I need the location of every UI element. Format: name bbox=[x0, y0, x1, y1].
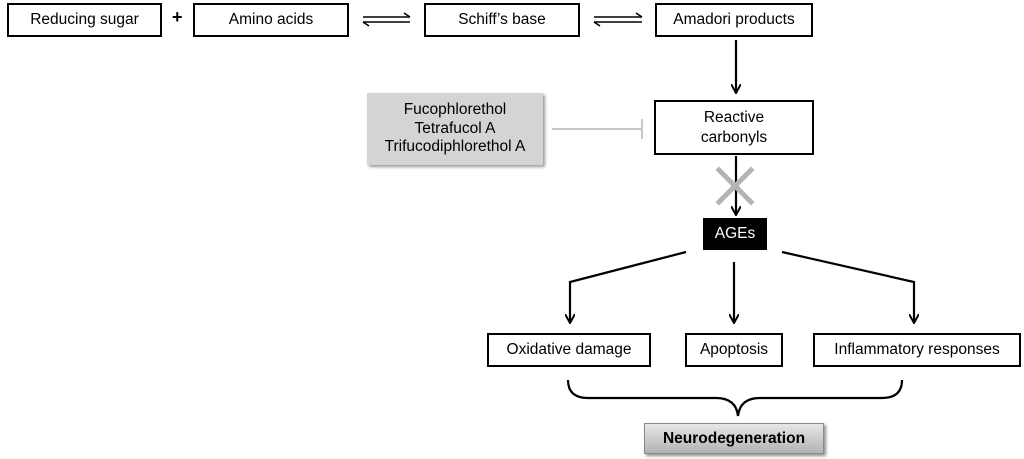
node-amadori-products: Amadori products bbox=[655, 3, 813, 37]
inhibition-line bbox=[552, 119, 643, 139]
arrow-ages-to-inflammatory bbox=[781, 250, 914, 322]
curly-brace bbox=[566, 379, 904, 417]
blocked-cross-icon bbox=[715, 166, 755, 206]
equilibrium-arrow-1 bbox=[362, 12, 411, 27]
node-schiffs-base: Schiff’s base bbox=[424, 3, 580, 37]
node-reducing-sugar: Reducing sugar bbox=[7, 3, 162, 37]
equilibrium-arrow-2 bbox=[593, 12, 643, 27]
arrow-ages-to-oxidative bbox=[570, 250, 687, 322]
node-apoptosis: Apoptosis bbox=[685, 333, 783, 367]
inhibitor-2: Tetrafucol A bbox=[414, 119, 496, 137]
node-ages: AGEs bbox=[703, 218, 767, 250]
phlorotannin-inhibitor-box: Fucophlorethol Tetrafucol A Trifucodiphl… bbox=[367, 93, 543, 165]
node-neurodegeneration: Neurodegeneration bbox=[644, 423, 824, 454]
plus-sign: + bbox=[172, 7, 183, 27]
node-oxidative-damage: Oxidative damage bbox=[487, 333, 651, 367]
inhibitor-1: Fucophlorethol bbox=[403, 100, 507, 118]
node-amino-acids: Amino acids bbox=[193, 3, 349, 37]
node-inflammatory-responses: Inflammatory responses bbox=[813, 333, 1021, 367]
node-reactive-carbonyls: Reactive carbonyls bbox=[654, 100, 814, 155]
inhibitor-3: Trifucodiphlorethol A bbox=[384, 138, 526, 156]
